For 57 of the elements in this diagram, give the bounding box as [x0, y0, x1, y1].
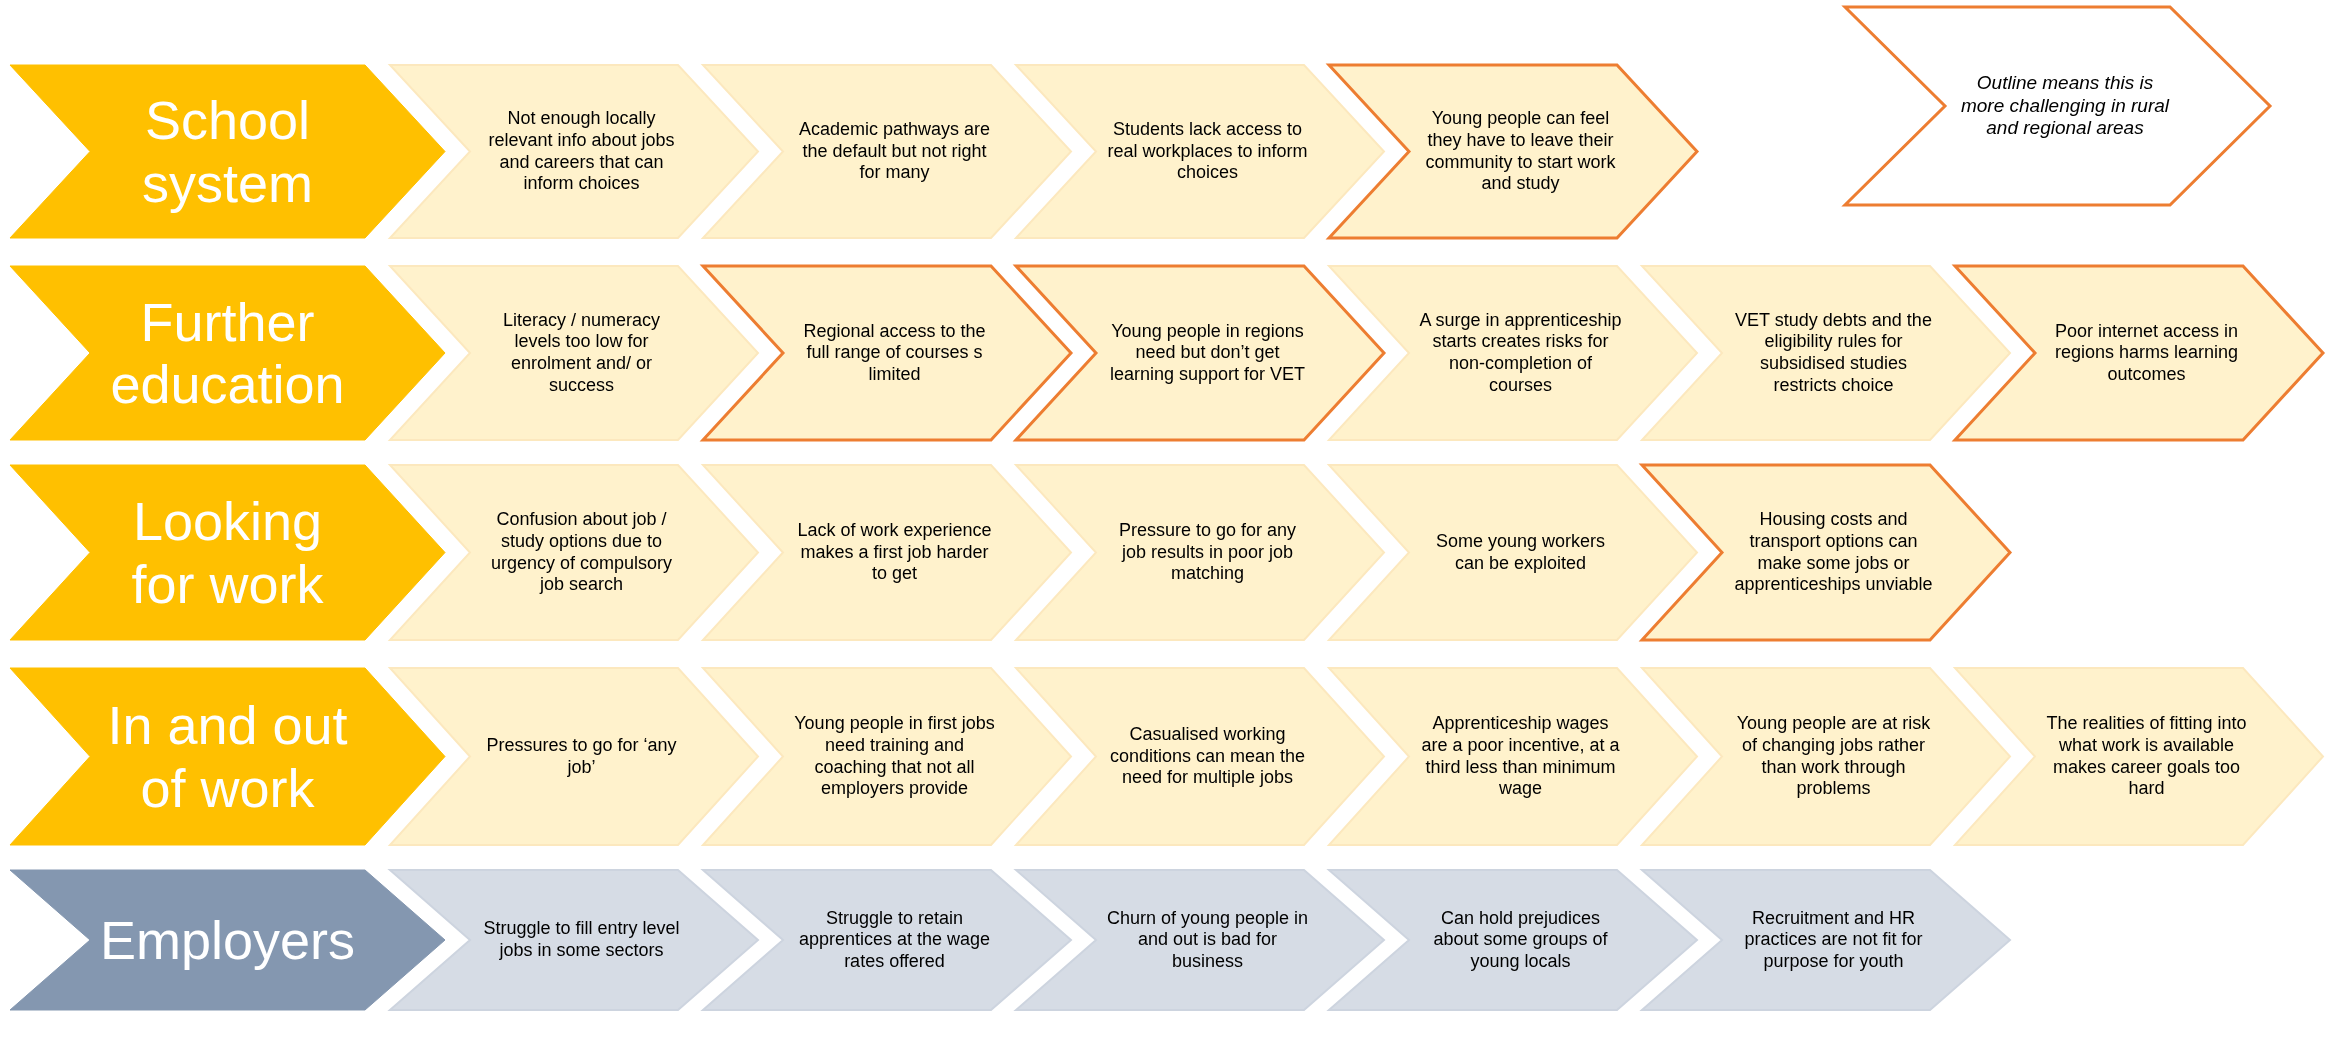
issue-text: Poor internet access in regions harms learning outcomes [2053, 320, 2240, 386]
issue-text: Some young workers can be exploited [1434, 530, 1607, 575]
issue-banner [703, 870, 1071, 1010]
issue-text: Can hold prejudices about some groups of young locals [1432, 907, 1609, 973]
issue-banner [1016, 870, 1384, 1010]
issue-text: Regional access to the full range of courses s limited [802, 320, 987, 386]
issue-banner [390, 465, 758, 640]
issue-banner [703, 65, 1071, 238]
issue-banner [703, 465, 1071, 640]
issue-text: Young people can feel they have to leave their community to start work and study [1424, 108, 1617, 195]
issue-banner [1016, 668, 1384, 845]
issue-banner [1329, 465, 1697, 640]
stage-label: Looking for work [130, 490, 325, 615]
issue-text: Churn of young people in and out is bad for business [1106, 907, 1309, 973]
stage-label: Employers [99, 908, 356, 972]
issue-banner [1642, 668, 2010, 845]
issue-text: Pressure to go for any job results in poor job matching [1117, 520, 1298, 585]
issue-text: Pressures to go for ‘any job’ [485, 734, 678, 779]
issue-text: Young people are at risk of changing jobs rather than work through problems [1735, 713, 1932, 800]
issue-text: Confusion about job / study options due to urgency of compulsory job search [489, 509, 674, 596]
stage-banner [10, 465, 445, 640]
issue-text: Young people in regions need but don’t get learning support for VET [1108, 320, 1307, 386]
issue-banner [390, 668, 758, 845]
issue-banner [1955, 668, 2323, 845]
issue-banner [390, 65, 758, 238]
stage-banner [10, 870, 445, 1010]
stage-label: In and out of work [106, 694, 349, 819]
stage-banner [10, 266, 445, 440]
issue-text: Academic pathways are the default but not right for many [797, 119, 992, 184]
issue-banner [1329, 870, 1697, 1010]
stage-banner [10, 65, 445, 238]
stage-banner [10, 668, 445, 845]
issue-banner [1016, 65, 1384, 238]
issue-text: Recruitment and HR practices are not fit for purpose for youth [1743, 907, 1924, 973]
issue-banner [1016, 465, 1384, 640]
issue-banner [1329, 266, 1697, 440]
issue-banner [390, 870, 758, 1010]
issue-text: Struggle to fill entry level jobs in some sectors [482, 918, 681, 962]
issue-text: Struggle to retain apprentices at the wage rates offered [797, 907, 992, 973]
issue-text: VET study debts and the eligibility rules for subsidised studies restricts choice [1734, 309, 1933, 397]
issue-text: Apprenticeship wages are a poor incentive, at a third less than minimum wage [1420, 713, 1621, 800]
issue-text: Housing costs and transport options can make some jobs or apprenticeships unviable [1733, 509, 1934, 596]
stage-label: Further education [109, 290, 346, 416]
issue-text: Not enough locally relevant info about jobs and careers that can inform choices [487, 108, 676, 195]
issue-text: Lack of work experience makes a first job harder to get [796, 520, 993, 585]
issue-banner [1329, 668, 1697, 845]
issue-banner [703, 668, 1071, 845]
issue-banner [1642, 266, 2010, 440]
issue-text: Students lack access to real workplaces to inform choices [1106, 119, 1309, 184]
issue-text: Young people in first jobs need training and coaching that not all employers provide [793, 713, 996, 800]
issue-text: A surge in apprenticeship starts creates risks for non-completion of courses [1419, 309, 1622, 397]
issue-text: The realities of fitting into what work is available makes career goals too hard [2045, 713, 2248, 800]
issue-banner [1642, 870, 2010, 1010]
stage-label: School system [141, 89, 314, 214]
issue-banner [390, 266, 758, 440]
issue-text: Casualised working conditions can mean the need for multiple jobs [1108, 724, 1307, 789]
issue-text: Literacy / numeracy levels too low for enrolment and/ or success [501, 309, 662, 397]
